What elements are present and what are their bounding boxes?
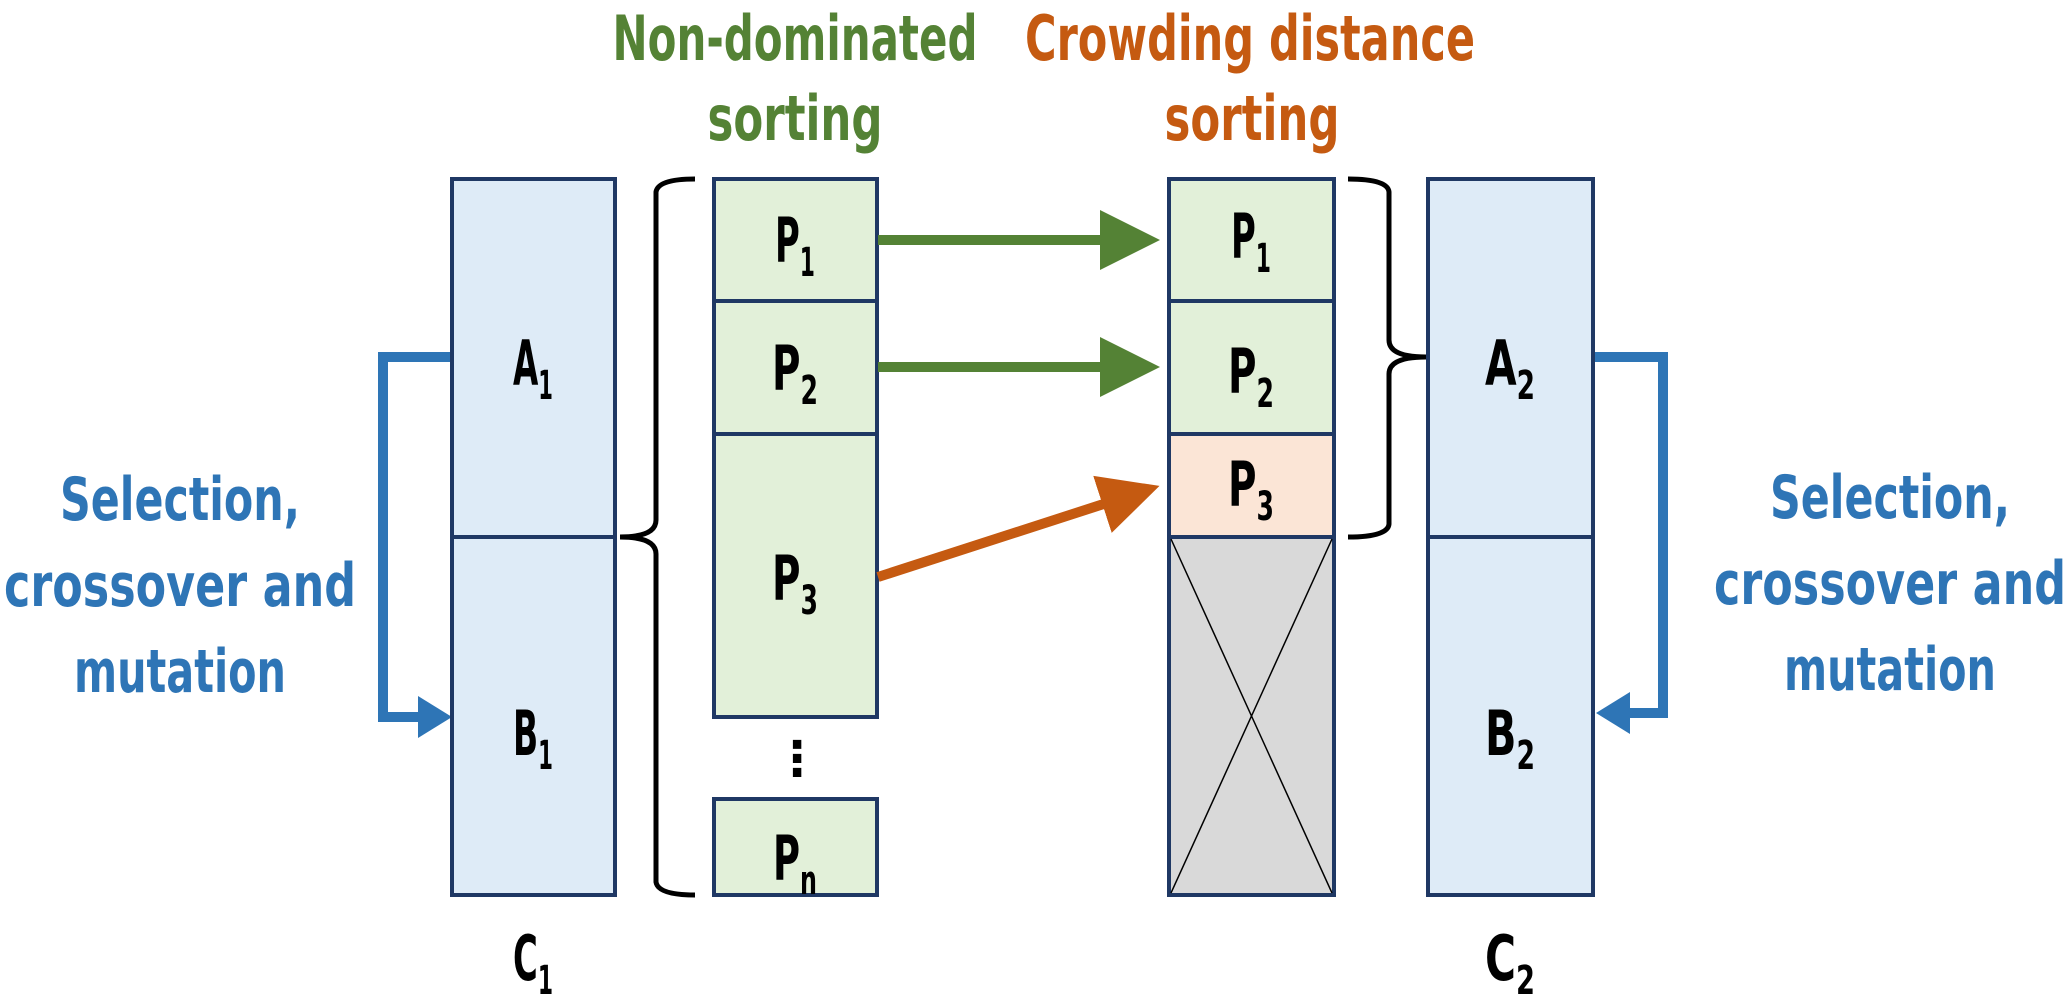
header-crowding-line1: Crowding distance [1025, 2, 1475, 75]
subpop-a1-label: A1 [513, 327, 553, 409]
side-text-right-line3: mutation [1784, 635, 1996, 705]
population-c1-label: C1 [513, 922, 553, 1002]
population-c2: A2 B2 C2 [1426, 177, 1595, 1002]
front-left-p1-label: P1 [775, 204, 815, 286]
front-left-pn-box [712, 797, 879, 897]
side-text-right: Selection, crossover and mutation [1714, 463, 2066, 705]
side-text-left-line3: mutation [74, 637, 286, 707]
front-right-p3-box [1167, 432, 1336, 539]
fronts-right-column: P1 P2 P3 [1167, 177, 1336, 897]
subpop-b1-label: B1 [513, 697, 553, 779]
arrow-p3 [876, 475, 1160, 582]
population-c2-label: C2 [1485, 922, 1535, 1002]
front-right-p1-label: P1 [1231, 200, 1271, 282]
header-non-dominated-sorting: Non-dominated sorting [613, 2, 978, 155]
right-loop-arrowhead-icon [1596, 692, 1630, 734]
right-brace [1347, 176, 1427, 540]
front-left-p3-label: P3 [772, 542, 818, 624]
right-loop-arrow [1593, 352, 1668, 734]
fronts-left-box [712, 177, 879, 719]
subpop-b2-label: B2 [1485, 697, 1535, 779]
population-c1: A1 B1 C1 [450, 177, 617, 1002]
front-left-p2-label: P2 [772, 332, 818, 414]
side-text-left-line2: crossover and [4, 551, 356, 621]
side-text-right-line1: Selection, [1770, 463, 2010, 533]
left-loop-line [378, 352, 452, 722]
side-text-left: Selection, crossover and mutation [4, 465, 356, 707]
left-loop-arrow [378, 352, 452, 738]
header-non-dominated-line2: sorting [708, 82, 883, 155]
right-loop-line [1593, 352, 1668, 718]
side-text-left-line1: Selection, [60, 465, 300, 535]
header-non-dominated-line1: Non-dominated [613, 2, 978, 75]
front-left-pn-label: Pn [773, 822, 817, 904]
subpop-a2-label: A2 [1485, 327, 1535, 409]
front-right-p2-label: P2 [1228, 335, 1274, 417]
header-crowding-distance-sorting: Crowding distance sorting [1025, 2, 1475, 155]
discarded-cross-line-2 [1170, 538, 1333, 894]
fronts-left-column: P1 P2 P3 ⋮ Pn [712, 177, 879, 904]
fronts-ellipsis: ⋮ [773, 731, 821, 787]
front-right-p3-label: P3 [1228, 448, 1274, 530]
left-brace [619, 176, 696, 898]
left-loop-arrowhead-icon [418, 696, 452, 738]
side-text-right-line2: crossover and [1714, 549, 2066, 619]
front-right-p2-box [1167, 299, 1336, 436]
header-crowding-line2: sorting [1165, 82, 1340, 155]
front-right-p1-box [1167, 177, 1336, 303]
